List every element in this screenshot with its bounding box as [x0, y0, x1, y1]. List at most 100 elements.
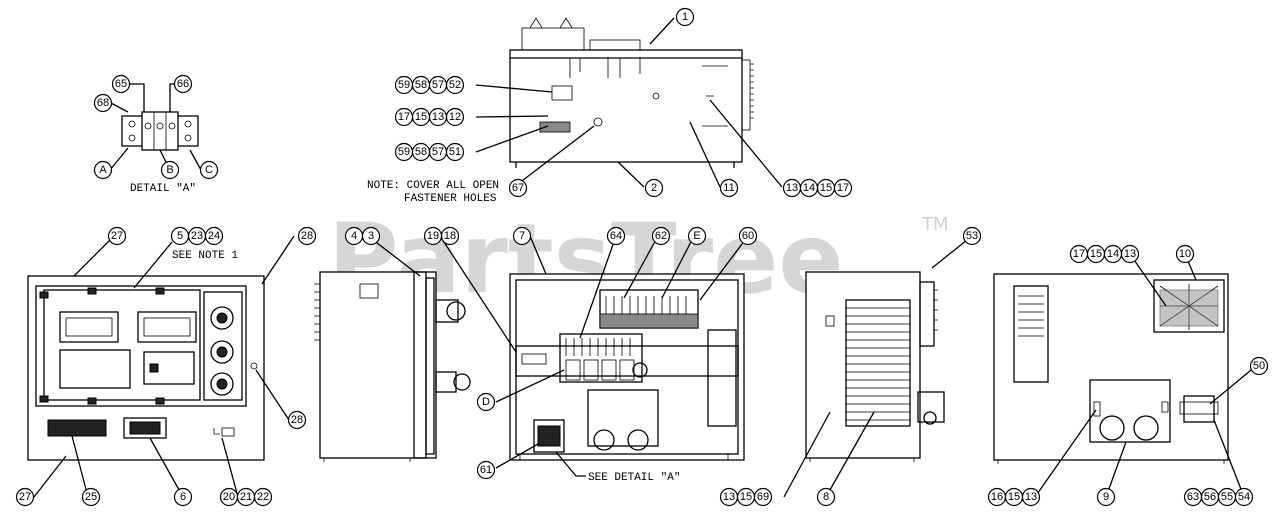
callout-number: 15 [740, 491, 752, 503]
callout-number: 54 [1238, 491, 1250, 503]
callout-bubble [160, 160, 180, 180]
callout-bubble [508, 178, 528, 198]
callout-bubble [738, 226, 758, 246]
callout-bubble [606, 226, 626, 246]
callout-bubble [199, 160, 219, 180]
callout-bubble [719, 178, 739, 198]
callout-c61[interactable]: 61 [476, 460, 496, 480]
callout-number: 4 [351, 230, 357, 242]
callout-bubble [687, 226, 707, 246]
callout-number: 27 [19, 491, 31, 503]
callout-number: 51 [449, 146, 461, 158]
callout-c68[interactable]: 68 [93, 93, 113, 113]
callout-c67[interactable]: 67 [508, 178, 528, 198]
callout-number: 65 [115, 78, 127, 90]
callout-c62[interactable]: 62 [651, 226, 671, 246]
callout-bubble [1096, 487, 1116, 507]
callout-number: 15 [415, 111, 427, 123]
callout-bubble [833, 178, 853, 198]
callout-c2[interactable]: 2 [644, 178, 664, 198]
callout-c6[interactable]: 6 [173, 487, 193, 507]
callout-number: 10 [1179, 248, 1191, 260]
callout-bubble [445, 75, 465, 95]
callout-bubble [297, 226, 317, 246]
callout-number: 2 [651, 182, 657, 194]
callout-number: 13 [1025, 491, 1037, 503]
callout-c50[interactable]: 50 [1249, 356, 1269, 376]
callout-c9[interactable]: 9 [1096, 487, 1116, 507]
callout-c27a[interactable]: 27 [107, 226, 127, 246]
callout-bubble [1021, 487, 1041, 507]
callout-number: 28 [301, 230, 313, 242]
callout-number: 50 [1253, 360, 1265, 372]
callout-c65[interactable]: 65 [111, 74, 131, 94]
callout-cD[interactable]: D [476, 392, 496, 412]
callout-bubble [675, 7, 695, 27]
top-assembly-view [509, 17, 754, 168]
callout-c7[interactable]: 7 [512, 226, 532, 246]
see-note-text: SEE NOTE 1 [172, 250, 238, 262]
cover-note-line2: FASTENER HOLES [404, 193, 497, 205]
callout-bubble [173, 74, 193, 94]
callout-number: 13 [786, 182, 798, 194]
callout-number: 59 [398, 146, 410, 158]
callout-bubble [651, 226, 671, 246]
callout-cB[interactable]: B [160, 160, 180, 180]
callout-number: 15 [1008, 491, 1020, 503]
callout-c8[interactable]: 8 [816, 487, 836, 507]
callout-bubble [512, 226, 532, 246]
callout-c66[interactable]: 66 [173, 74, 193, 94]
callout-number: 67 [512, 182, 524, 194]
callout-bubble [1234, 487, 1254, 507]
callout-number: 52 [449, 79, 461, 91]
callout-number: C [205, 164, 213, 176]
callout-bubble [644, 178, 664, 198]
callout-c28b[interactable]: 28 [287, 410, 307, 430]
callout-c64[interactable]: 64 [606, 226, 626, 246]
callout-number: 63 [1187, 491, 1199, 503]
callout-bubble [753, 487, 773, 507]
callout-c60[interactable]: 60 [738, 226, 758, 246]
callout-c28a[interactable]: 28 [297, 226, 317, 246]
callout-number: 5 [177, 230, 183, 242]
callout-c53[interactable]: 53 [962, 226, 982, 246]
callout-number: 23 [191, 230, 203, 242]
callout-c1[interactable]: 1 [675, 7, 695, 27]
callout-bubble [1249, 356, 1269, 376]
callout-number: 53 [966, 230, 978, 242]
callout-bubble [173, 487, 193, 507]
callout-c11[interactable]: 11 [719, 178, 739, 198]
callout-number: A [99, 164, 107, 176]
callout-c27b[interactable]: 27 [15, 487, 35, 507]
detail-a-terminal-block [121, 111, 199, 151]
callout-bubble [361, 226, 381, 246]
callout-c25[interactable]: 25 [81, 487, 101, 507]
side-view-right [805, 271, 945, 462]
callout-number: 62 [655, 230, 667, 242]
callout-cE[interactable]: E [687, 226, 707, 246]
callout-number: 3 [368, 230, 374, 242]
callout-number: 69 [757, 491, 769, 503]
callout-bubble [111, 74, 131, 94]
callout-number: B [166, 164, 173, 176]
callout-bubble [204, 226, 224, 246]
callout-bubble [816, 487, 836, 507]
callout-bubble [1175, 244, 1195, 264]
watermark-tm: TM [921, 214, 949, 235]
callout-number: D [482, 396, 490, 408]
callout-cC[interactable]: C [199, 160, 219, 180]
callout-cA[interactable]: A [93, 160, 113, 180]
callout-c10[interactable]: 10 [1175, 244, 1195, 264]
